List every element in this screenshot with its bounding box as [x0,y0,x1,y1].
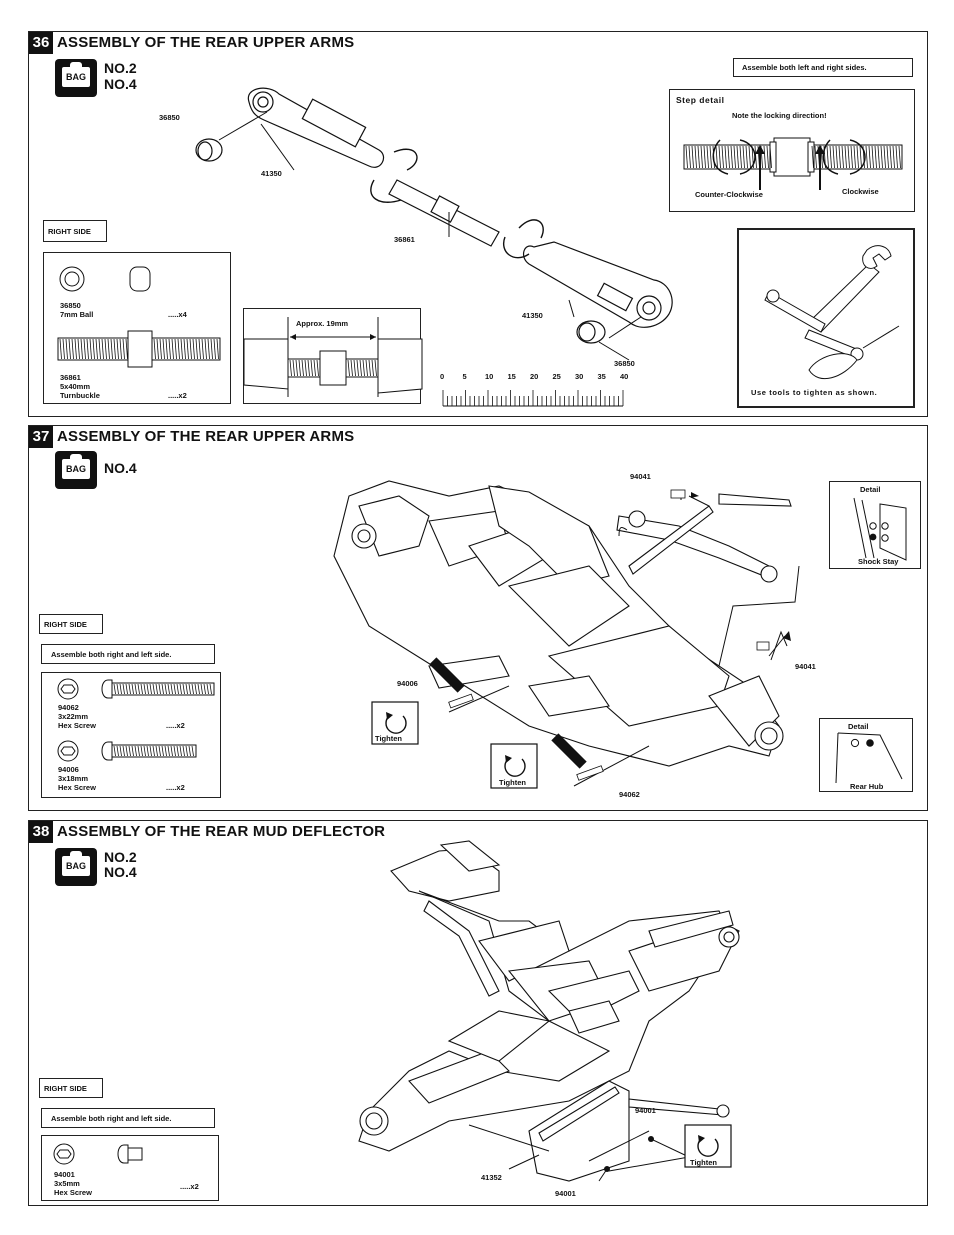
right-side-label: RIGHT SIDE [39,1078,103,1098]
rear-hub-drawing [835,732,903,784]
shock-stay-detail-box: Detail Shock Stay [829,481,921,569]
part-name: 3x22mm [58,712,89,721]
part-name: Turnbuckle [60,391,100,400]
part-name: 7mm Ball [60,310,94,319]
bag-number: NO.4 [104,460,137,476]
bag-icon: BAG [55,59,97,97]
step-number: 38 [29,821,53,843]
part-code: 94062 [58,703,79,712]
bag-number: NO.4 [104,864,137,880]
part-qty: .....x2 [168,391,187,400]
approx-length-label: Approx. 19mm [296,319,349,328]
tighten-label: Tighten [690,1158,717,1167]
step-detail-title: Step detail [676,95,725,105]
callout-screw-top: 94001 [635,1106,656,1115]
ball-part-icon [57,266,221,368]
part-name: 3x18mm [58,774,89,783]
screw-parts-drawing [53,1143,143,1165]
parts-box: 94062 3x22mm Hex Screw .....x2 94006 3x1… [41,672,221,798]
turnbuckle-detail-drawing [683,137,903,190]
mm-ruler: 0 5 10 15 20 25 30 35 40 [439,372,629,408]
part-name: Hex Screw [58,721,96,730]
step-38-panel: 38 ASSEMBLY OF THE REAR MUD DEFLECTOR BA… [28,820,928,1206]
locking-caption: Note the locking direction! [732,111,827,120]
ruler-tick-label: 35 [597,372,606,381]
step-36-panel: 36 ASSEMBLY OF THE REAR UPPER ARMS BAG N… [28,31,928,417]
callout-arm-top: 41350 [261,169,282,178]
part-code: 94001 [54,1170,75,1179]
counter-clockwise-label: Counter-Clockwise [695,190,763,199]
ruler-tick-label: 5 [462,372,467,381]
assembly-note: Assemble both right and left side. [41,1108,215,1128]
step-37-panel: 37 ASSEMBLY OF THE REAR UPPER ARMS BAG N… [28,425,928,811]
part-name: 3x5mm [54,1179,80,1188]
ruler-tick-label: 15 [507,372,516,381]
step-title: ASSEMBLY OF THE REAR UPPER ARMS [57,34,355,51]
callout-ball-top: 36850 [159,113,180,122]
screw-parts-drawing [57,678,215,762]
callout-deflector: 41352 [481,1173,502,1182]
part-qty: .....x2 [180,1182,199,1191]
callout-screw-bottom: 94062 [619,790,640,799]
step-title: ASSEMBLY OF THE REAR MUD DEFLECTOR [57,823,386,840]
wrench-tool-drawing [764,245,900,380]
step-title: ASSEMBLY OF THE REAR UPPER ARMS [57,428,355,445]
rear-mud-deflector-drawing [358,840,740,1182]
part-name: Hex Screw [54,1188,92,1197]
step-number: 37 [29,426,53,448]
ruler-tick-label: 0 [440,372,445,381]
rear-upper-arm-exploded-drawing [195,87,673,361]
ruler-tick-label: 30 [575,372,584,381]
bag-icon: BAG [55,848,97,886]
part-code: 94006 [58,765,79,774]
tool-caption: Use tools to tighten as shown. [751,388,878,397]
right-side-label: RIGHT SIDE [43,220,107,242]
bag-number: NO.2 [104,849,137,865]
part-name: Hex Screw [58,783,96,792]
step-detail-box: Step detail Note the locking direction! … [669,89,915,212]
bag-icon: BAG [55,451,97,489]
part-code: 36850 [60,301,81,310]
part-qty: .....x2 [166,783,185,792]
parts-box: 94001 3x5mm Hex Screw .....x2 [41,1135,219,1201]
part-qty: .....x4 [168,310,187,319]
ruler-tick-label: 25 [552,372,561,381]
ruler-tick-label: 10 [485,372,494,381]
part-qty: .....x2 [166,721,185,730]
shock-stay-drawing [853,497,907,561]
callout-turnbuckle: 36861 [394,235,415,244]
rear-chassis-drawing [333,480,800,789]
turnbuckle-length-drawing [243,317,423,397]
callout-arm-bottom: 41350 [522,311,543,320]
parts-box: 36850 7mm Ball .....x4 36861 5x40mm Turn… [43,252,231,404]
ruler-tick-label: 20 [530,372,539,381]
length-measure-box: Approx. 19mm [243,308,423,404]
assembly-note: Assemble both right and left side. [41,644,215,664]
callout-ball-bottom: 36850 [614,359,635,368]
callout-screw-right: 94041 [795,662,816,671]
ruler-tick-label: 40 [620,372,629,381]
assembly-note: Assemble both left and right sides. [733,58,913,77]
callout-screw-bottom: 94001 [555,1189,576,1198]
callout-screw-top: 94041 [630,472,651,481]
part-code: 36861 [60,373,81,382]
bag-number: NO.4 [104,76,137,92]
right-side-label: RIGHT SIDE [39,614,103,634]
rear-hub-detail-box: Detail Rear Hub [819,718,913,792]
clockwise-label: Clockwise [842,187,879,196]
part-name: 5x40mm [60,382,91,391]
tighten-label: Tighten [499,778,526,787]
tighten-label: Tighten [375,734,402,743]
bag-number: NO.2 [104,60,137,76]
step-number: 36 [29,32,53,54]
tool-usage-box: Use tools to tighten as shown. [737,228,915,408]
callout-screw-left: 94006 [397,679,418,688]
